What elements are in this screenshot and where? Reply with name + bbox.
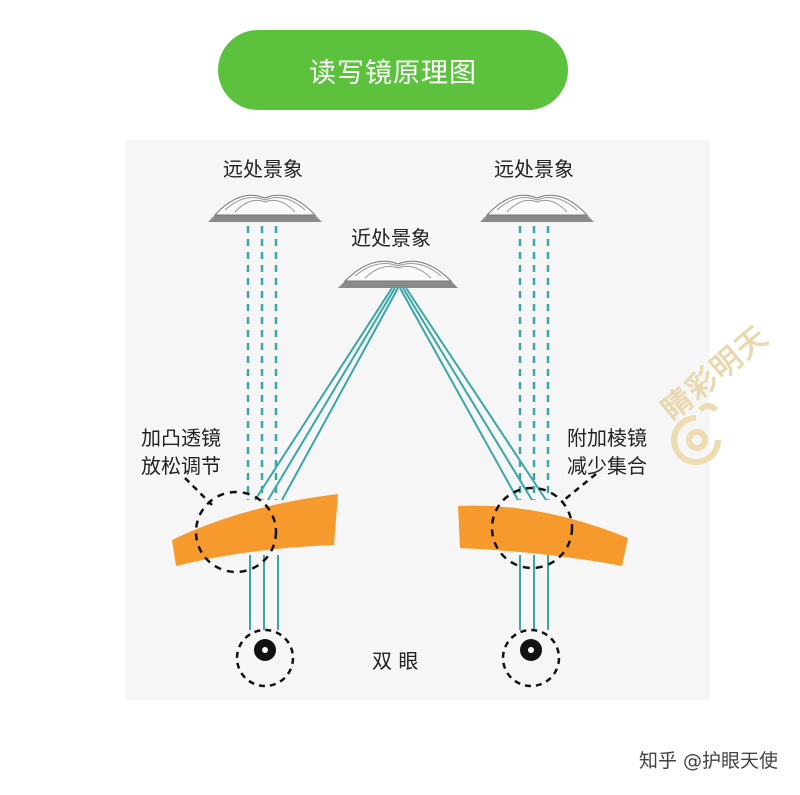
- near-rays-right: [399, 287, 547, 501]
- footer-watermark: 知乎 @护眼天使: [638, 750, 778, 772]
- right-lens-label-line1: 附加棱镜: [567, 426, 647, 450]
- title-banner: 读写镜原理图: [218, 30, 568, 110]
- far-left-rays: [246, 226, 278, 500]
- left-eye-rays: [249, 555, 279, 630]
- near-rays-left: [254, 287, 399, 501]
- diagram-panel: [125, 140, 710, 700]
- near-book-icon: [338, 260, 458, 288]
- far-left-label: 远处景象: [223, 157, 303, 181]
- right-eye-rays: [519, 555, 549, 630]
- far-right-rays: [518, 226, 550, 500]
- far-left-book-icon: [208, 194, 322, 222]
- watermark-logo-icon: [671, 403, 721, 465]
- left-lens-label-line2: 放松调节: [141, 454, 221, 478]
- left-lens-highlight: [194, 490, 278, 574]
- left-eye-icon: [235, 628, 295, 688]
- right-lens: [458, 505, 628, 566]
- right-lens-highlight: [490, 486, 574, 570]
- right-leader-line: [563, 473, 597, 501]
- far-right-book-icon: [480, 194, 594, 222]
- near-label: 近处景象: [351, 226, 431, 250]
- left-lens: [172, 494, 338, 566]
- far-right-label: 远处景象: [494, 157, 574, 181]
- right-lens-label-line2: 减少集合: [567, 454, 647, 478]
- eyes-label: 双 眼: [372, 649, 419, 673]
- right-eye-icon: [501, 628, 561, 688]
- left-leader-line: [184, 477, 213, 506]
- title-text: 读写镜原理图: [309, 57, 477, 89]
- left-lens-label-line1: 加凸透镜: [141, 426, 221, 450]
